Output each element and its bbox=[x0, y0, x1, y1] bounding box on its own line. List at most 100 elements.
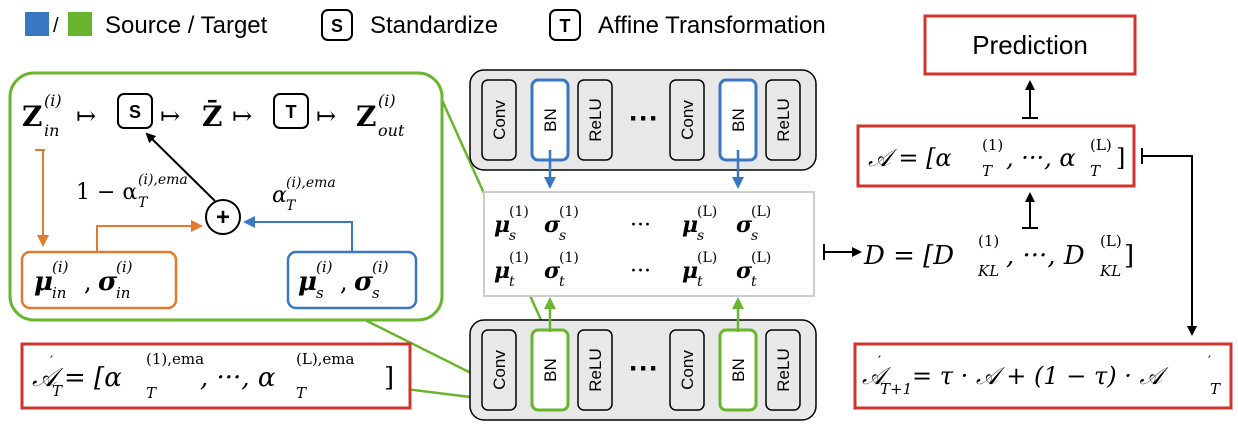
sigma-s-1-sub: s bbox=[559, 228, 566, 244]
blue-mix-arrow bbox=[243, 216, 353, 254]
mu-in-sub: in bbox=[52, 284, 66, 302]
target-layer-label-2: ReLU bbox=[586, 348, 605, 391]
source-network-dots: ··· bbox=[629, 102, 659, 135]
at-supL: (L),ema bbox=[296, 350, 355, 368]
update-rhs-sub: T bbox=[1210, 380, 1221, 398]
mu-in: μ bbox=[34, 267, 53, 297]
z-bar-symbol: Z̄ bbox=[202, 99, 222, 133]
source-layer-conv-0 bbox=[481, 79, 517, 161]
layer-stats-matrix bbox=[483, 191, 815, 297]
source-layer-label-5: ReLU bbox=[774, 98, 793, 141]
source-layer-relu-2 bbox=[577, 79, 613, 161]
one-minus-alpha-sub: T bbox=[138, 195, 149, 211]
sigma-in: σ bbox=[98, 267, 118, 297]
a-formula-sub1: T bbox=[982, 162, 993, 180]
mu-s-1-sup: (1) bbox=[509, 204, 529, 220]
stats-in-comma: , bbox=[84, 268, 92, 296]
target-weight-label: 1 − α (i),ema T bbox=[76, 172, 188, 211]
d-formula-subL: KL bbox=[1099, 262, 1121, 280]
target-layer-label-1: BN bbox=[541, 358, 560, 382]
d-formula-mid: , ···, D bbox=[1006, 241, 1085, 271]
alpha-symbol: α bbox=[272, 183, 287, 208]
source-row-dots: ··· bbox=[630, 213, 651, 238]
a-formula-rhs: ] bbox=[1116, 144, 1125, 172]
mu-s-1: μ bbox=[494, 212, 510, 238]
at-subL: T bbox=[296, 384, 307, 402]
z-out-superscript: (i) bbox=[378, 91, 396, 110]
target-network-dots: ··· bbox=[629, 352, 659, 385]
mapsto-4: ↦ bbox=[316, 102, 336, 130]
mu-s-sub: s bbox=[316, 284, 324, 302]
source-stats-box bbox=[286, 250, 418, 310]
mapsto-3: ↦ bbox=[232, 102, 252, 130]
input-stats: μ (i) in , σ (i) in bbox=[34, 258, 133, 302]
sigma-s: σ bbox=[354, 267, 374, 297]
mapsto-1: ↦ bbox=[76, 102, 96, 130]
stats-s-comma: , bbox=[340, 268, 348, 296]
ema-mix-plus: + bbox=[216, 204, 230, 231]
a-formula-lhs: 𝒜 = [α bbox=[868, 144, 952, 172]
at-sup1: (1),ema bbox=[146, 350, 204, 368]
d-formula-supL: (L) bbox=[1100, 232, 1122, 250]
update-lhs-sub: T+1 bbox=[880, 380, 912, 398]
source-stats: μ (i) s , σ (i) s bbox=[298, 258, 389, 302]
normalization-pipeline: Z (i) in ↦ S ↦ Z̄ ↦ T ↦ Z (i) out bbox=[22, 91, 405, 140]
mu-t-L-sup: (L) bbox=[697, 250, 717, 266]
legend: / Source / Target S Standardize T Affine… bbox=[25, 9, 826, 41]
update-rhs-prime: ′ bbox=[1208, 354, 1211, 370]
d-formula-lhs: D = [D bbox=[863, 241, 954, 271]
a-formula-mid: , ···, α bbox=[1006, 144, 1076, 172]
z-in-superscript: (i) bbox=[44, 91, 62, 110]
alpha-sub: T bbox=[286, 198, 297, 214]
alpha-sup: (i),ema bbox=[286, 175, 336, 191]
legend-slash: / bbox=[53, 15, 59, 37]
d-formula-rhs: ] bbox=[1124, 241, 1134, 271]
mu-s-L-sub: s bbox=[697, 228, 704, 244]
target-layer-relu-2 bbox=[577, 329, 613, 411]
mix-to-standardize-arrow bbox=[145, 132, 216, 202]
mu-s-sup: (i) bbox=[316, 258, 333, 276]
legend-affine-transformation: Affine Transformation bbox=[598, 12, 826, 39]
sigma-s-1-sup: (1) bbox=[559, 204, 579, 220]
at-lhs-sub: T bbox=[52, 382, 63, 400]
at-eq: = [α bbox=[64, 363, 122, 393]
sigma-s-L-sub: s bbox=[751, 228, 758, 244]
source-stats-row: μ (1) s σ (1) s ··· μ (L) s σ (L) s bbox=[494, 204, 771, 244]
target-color-swatch bbox=[68, 12, 92, 36]
one-minus-alpha-sup: (i),ema bbox=[138, 172, 188, 188]
sigma-t-1: σ bbox=[544, 258, 561, 284]
a-formula-supL: (L) bbox=[1090, 136, 1112, 154]
a-formula-sup1: (1) bbox=[982, 136, 1003, 154]
input-stats-box bbox=[20, 250, 178, 310]
affine-symbol-label: T bbox=[560, 16, 571, 36]
affine-box-label: T bbox=[286, 102, 297, 122]
standardize-box bbox=[117, 93, 153, 129]
source-layer-conv-3 bbox=[669, 79, 705, 161]
sigma-s-sub: s bbox=[372, 284, 380, 302]
sigma-s-L: σ bbox=[736, 212, 753, 238]
ema-mix-node bbox=[205, 199, 241, 235]
z-out-symbol: Z bbox=[356, 100, 376, 133]
d-formula-sub1: KL bbox=[977, 262, 999, 280]
target-layer-conv-3 bbox=[669, 329, 705, 411]
affine-box bbox=[273, 93, 309, 129]
legend-standardize: Standardize bbox=[370, 12, 498, 39]
prediction-box bbox=[923, 14, 1137, 76]
divergence-formula: D = [D (1) KL , ···, D (L) KL ] bbox=[863, 232, 1134, 280]
d-formula-sup1: (1) bbox=[978, 232, 999, 250]
target-layer-conv-0 bbox=[481, 329, 517, 411]
mu-in-sup: (i) bbox=[52, 258, 69, 276]
target-row-dots: ··· bbox=[630, 259, 651, 284]
source-layer-label-2: ReLU bbox=[586, 98, 605, 141]
source-layer-label-4: BN bbox=[729, 108, 748, 132]
z-in-subscript: in bbox=[44, 121, 59, 140]
at-lhs-prime: ′ bbox=[50, 354, 53, 370]
mu-s-L-sup: (L) bbox=[697, 204, 717, 220]
standardize-symbol-label: S bbox=[331, 16, 343, 36]
sigma-t-1-sup: (1) bbox=[559, 250, 579, 266]
mu-t-1-sup: (1) bbox=[509, 250, 529, 266]
sigma-t-L-sub: t bbox=[751, 274, 757, 290]
mu-s: μ bbox=[298, 267, 317, 297]
sigma-s-L-sup: (L) bbox=[751, 204, 771, 220]
